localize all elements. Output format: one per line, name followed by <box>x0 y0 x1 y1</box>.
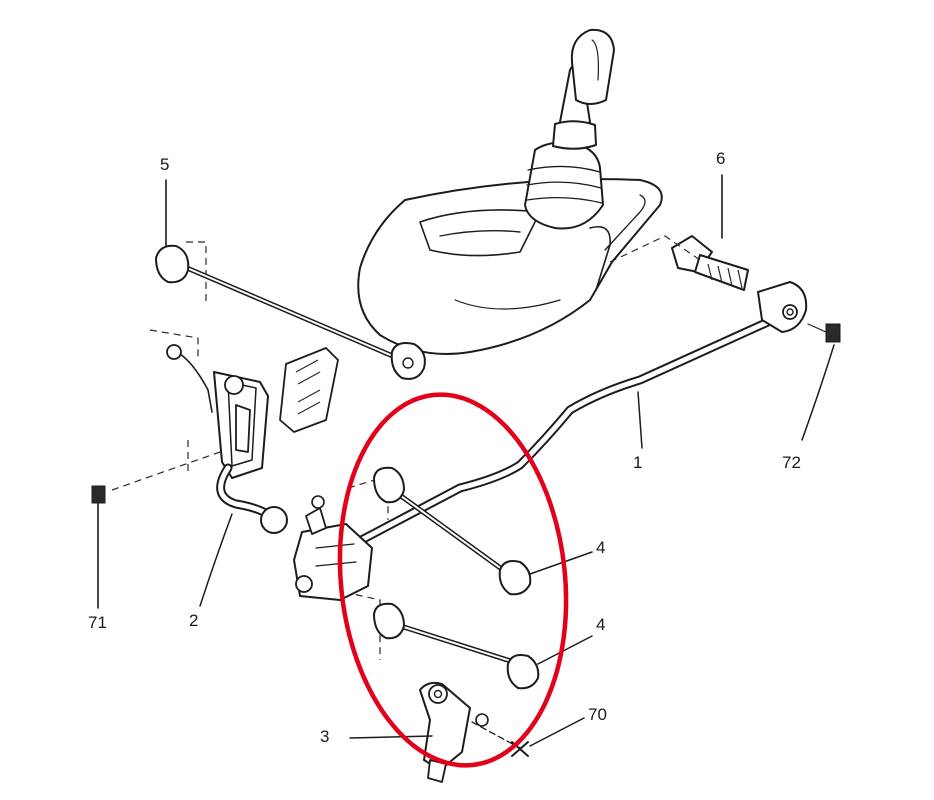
cross-rod-part-5 <box>155 179 426 380</box>
connecting-link-lower <box>373 602 593 690</box>
mounting-plate <box>279 347 339 433</box>
selector-lever-part-3 <box>349 681 489 783</box>
shift-console <box>357 178 663 355</box>
callout-70: 70 <box>588 705 607 724</box>
leader-part-1 <box>637 391 643 449</box>
rod-end-bracket <box>757 281 808 333</box>
selector-bracket-part-2 <box>166 344 288 607</box>
connecting-link-upper <box>373 466 593 596</box>
nut-part-71 <box>91 485 106 609</box>
callout-2: 2 <box>189 611 199 630</box>
bolt-part-6 <box>671 174 749 291</box>
callout-71: 71 <box>88 613 107 632</box>
callout-6: 6 <box>716 149 726 168</box>
highlight-ellipse <box>337 392 569 768</box>
callout-4-lower: 4 <box>596 615 606 634</box>
callout-72: 72 <box>782 453 801 472</box>
nut-part-72 <box>801 323 841 441</box>
gear-lever <box>524 28 615 230</box>
callout-1: 1 <box>633 453 643 472</box>
shift-rod <box>347 307 795 550</box>
callout-3: 3 <box>320 727 330 746</box>
callout-5: 5 <box>160 155 170 174</box>
pin-part-70 <box>471 717 585 757</box>
pivot-housing <box>293 495 373 601</box>
callout-4-upper: 4 <box>596 538 606 557</box>
